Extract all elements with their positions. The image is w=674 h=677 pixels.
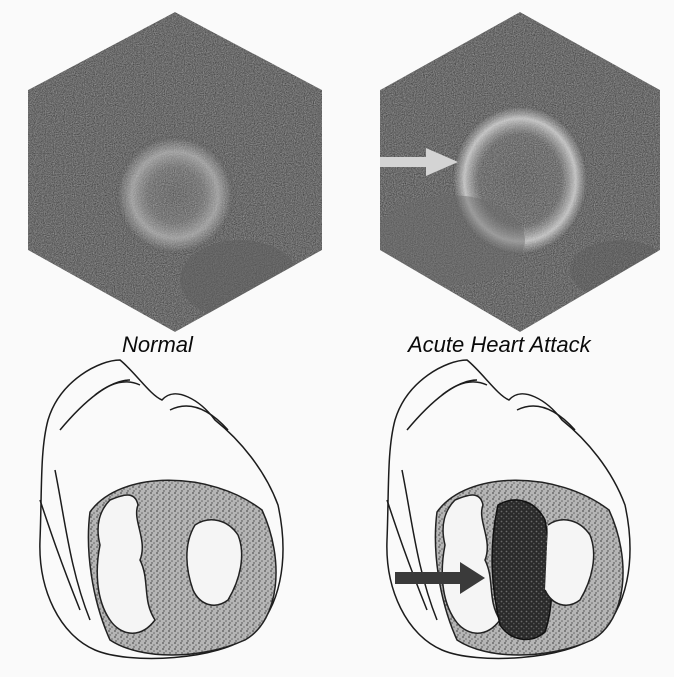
scan-attack (375, 12, 670, 332)
label-acute-heart-attack: Acute Heart Attack (408, 332, 591, 358)
label-normal: Normal (122, 332, 193, 358)
scan-normal (28, 12, 322, 332)
heart-normal (40, 360, 283, 658)
heart-attack (387, 360, 630, 658)
